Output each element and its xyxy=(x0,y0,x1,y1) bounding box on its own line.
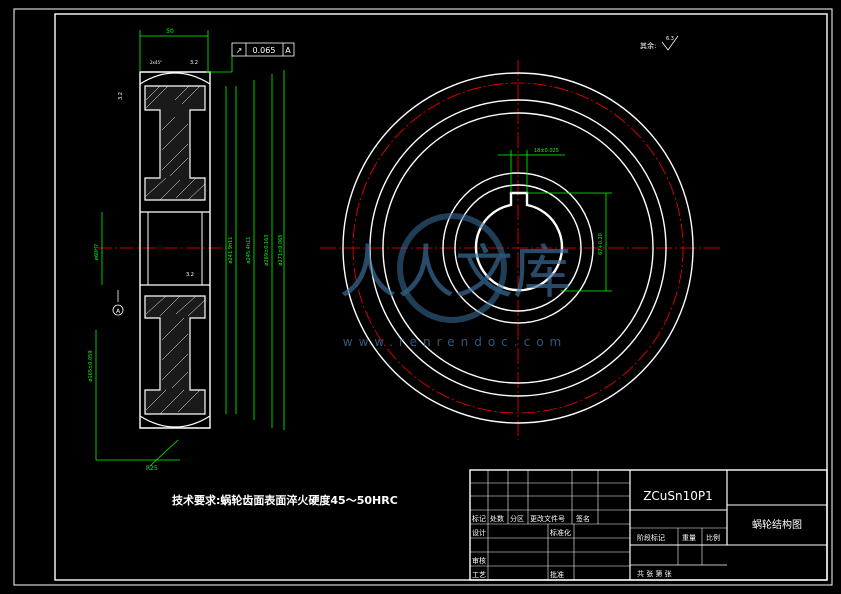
roughness-note-label: 其余: xyxy=(640,41,656,50)
hub-outer-circle xyxy=(442,172,594,324)
root-circle xyxy=(369,99,667,397)
tb-review: 审核 xyxy=(472,556,486,565)
datum-symbol: A xyxy=(112,290,124,316)
hatch-lines xyxy=(145,85,206,415)
tb-approve: 批准 xyxy=(550,570,564,579)
tb-sheets: 共 张 第 张 xyxy=(637,569,672,578)
watermark-url: www.renrendoc.com xyxy=(343,335,567,349)
tb-weight: 重量 xyxy=(682,534,696,542)
tb-design: 设计 xyxy=(472,528,486,537)
dim-keyway-width: 18±0.025 xyxy=(534,148,559,154)
roughness-note-symbol xyxy=(661,35,679,51)
dim-radius: R25 xyxy=(146,465,158,472)
dim-bore-left: ø60H7 xyxy=(94,244,100,260)
tb-stage: 阶段标记 xyxy=(637,533,665,542)
gear-section-outline xyxy=(139,71,211,429)
tolerance-frame: ↗ 0.065 A xyxy=(231,42,295,57)
tooth-arc-bottom xyxy=(139,415,211,428)
hub-inner-circle xyxy=(454,184,582,312)
tb-header-change: 更改文件号 xyxy=(530,514,565,523)
tolerance-symbol: ↗ xyxy=(236,46,243,55)
bore-with-keyway xyxy=(474,191,564,292)
tolerance-value: 0.065 xyxy=(253,46,276,55)
dim-keyway-depth: 67+0.20 xyxy=(598,233,604,255)
dim-roughness-top: 3.2 xyxy=(190,60,198,66)
tb-standard: 标准化 xyxy=(550,528,571,537)
tb-scale: 比例 xyxy=(706,533,720,542)
inner-frame xyxy=(54,13,828,581)
tb-part-name: 蜗轮结构图 xyxy=(752,518,802,531)
section-dimensions xyxy=(95,30,285,467)
rim-top-hatch xyxy=(144,85,206,201)
tb-process: 工艺 xyxy=(472,571,486,579)
dim-hub-dia: ø165±0.059 xyxy=(88,350,94,381)
watermark: 人人文库 www.renrendoc.com xyxy=(339,213,571,349)
tb-header-mark: 标记 xyxy=(472,514,486,523)
tb-header-sign: 签名 xyxy=(576,514,590,523)
dim-d269: ø269±0.163 xyxy=(264,234,270,265)
dim-roughness-hub: 3.2 xyxy=(186,272,194,278)
technical-requirement: 技术要求:蜗轮齿面表面淬火硬度45～50HRC xyxy=(172,493,398,507)
dim-d245: ø245.4h11 xyxy=(246,237,252,264)
section-view xyxy=(98,71,230,429)
tooth-arc-top xyxy=(139,72,211,85)
dim-d271: ø271±0.065 xyxy=(278,234,284,265)
rim-inner-circle xyxy=(382,112,654,384)
dim-width: 50 xyxy=(166,28,174,35)
title-block xyxy=(469,469,828,581)
watermark-text: 人人文库 xyxy=(339,238,571,306)
dim-chamfer: 2x45° xyxy=(150,60,162,65)
pitch-circle xyxy=(352,82,684,414)
tolerance-datum: A xyxy=(285,46,291,55)
dim-d241: ø241.9h11 xyxy=(228,237,234,264)
tb-header-count: 处数 xyxy=(490,514,504,523)
tb-material: ZCuSn10P1 xyxy=(643,489,713,503)
tb-header-zone: 分区 xyxy=(510,514,524,523)
side-view xyxy=(320,60,720,440)
side-dimensions xyxy=(498,150,612,292)
rim-bottom-hatch xyxy=(144,295,206,415)
datum-label: A xyxy=(116,308,121,315)
outer-circle xyxy=(342,72,694,424)
dim-roughness-left: 3.2 xyxy=(118,92,124,100)
outer-frame xyxy=(13,8,833,586)
roughness-note-value: 6.3 xyxy=(666,36,674,42)
